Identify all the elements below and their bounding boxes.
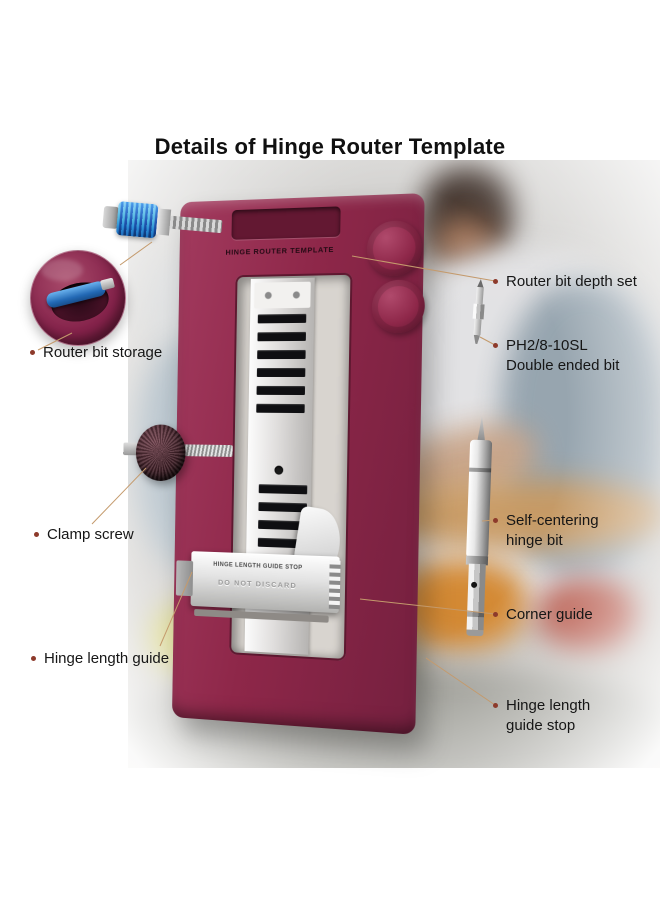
router-bit-storage-inset [30, 250, 126, 346]
center-hole [274, 465, 284, 475]
vent-slot [256, 385, 306, 396]
depth-set-blue-knob [115, 201, 159, 239]
guide-stop-text: HINGE LENGTH GUIDE STOP [213, 561, 303, 572]
label-double-ended-bit: PH2/8-10SL Double ended bit [506, 337, 620, 374]
page-title: Details of Hinge Router Template [154, 134, 506, 159]
bit-shaft-top [475, 286, 484, 305]
corner-guide-teeth [328, 560, 341, 610]
callout-dot [493, 343, 498, 348]
vent-slot [256, 367, 306, 377]
set-screw-dot [471, 581, 478, 588]
callout-dot [31, 656, 36, 661]
shank-end-cap [466, 629, 484, 637]
callout-dot [30, 350, 35, 355]
label-router-bit-depth-set: Router bit depth set [506, 273, 637, 290]
inset-highlight [41, 259, 83, 281]
hinge-router-template: HINGE ROUTER TEMPLATE HINGE LENGTH GUIDE… [123, 193, 426, 735]
hinge-length-guide-stop-block: HINGE LENGTH GUIDE STOP DO NOT DISCARD [175, 551, 341, 614]
vent-slot [257, 313, 307, 324]
label-corner-guide: Corner guide [506, 606, 593, 623]
callout-dot [493, 518, 498, 523]
hex-shank [466, 563, 486, 631]
depth-set-nut [155, 208, 172, 236]
bit-flat-tip [472, 335, 482, 345]
vent-slot [257, 349, 306, 360]
label-router-bit-storage: Router bit storage [43, 344, 163, 361]
hinge-plate [254, 281, 311, 309]
vent-slot [256, 403, 305, 414]
bit-shaft-bottom [473, 318, 482, 336]
callout-dot [34, 532, 39, 537]
label-self-centering-hinge-bit: Self-centering hinge bit [506, 512, 599, 549]
bit-body [466, 439, 493, 559]
bit-hex-center [472, 303, 485, 320]
vent-slot [258, 502, 307, 513]
tool-top-recess [231, 206, 341, 240]
drill-tip [476, 416, 487, 442]
clamp-screw-shaft [178, 444, 233, 457]
do-not-discard-text: DO NOT DISCARD [217, 577, 297, 591]
callout-dot [493, 279, 498, 284]
body-groove [469, 467, 492, 473]
label-hinge-length-guide-stop: Hinge length guide stop [506, 697, 591, 734]
router-bit-depth-set-assembly [101, 195, 225, 251]
vent-slot [258, 484, 308, 495]
depth-set-threaded-rod [169, 215, 223, 234]
callout-dot [493, 703, 498, 708]
guide-stop-left-tab [175, 560, 194, 597]
label-hinge-length-guide: Hinge length guide [44, 650, 170, 667]
vent-slot [257, 331, 307, 342]
shank-groove [467, 611, 485, 618]
stored-bit-tip [99, 277, 116, 291]
callout-dot [493, 612, 498, 617]
label-clamp-screw: Clamp screw [47, 526, 134, 543]
